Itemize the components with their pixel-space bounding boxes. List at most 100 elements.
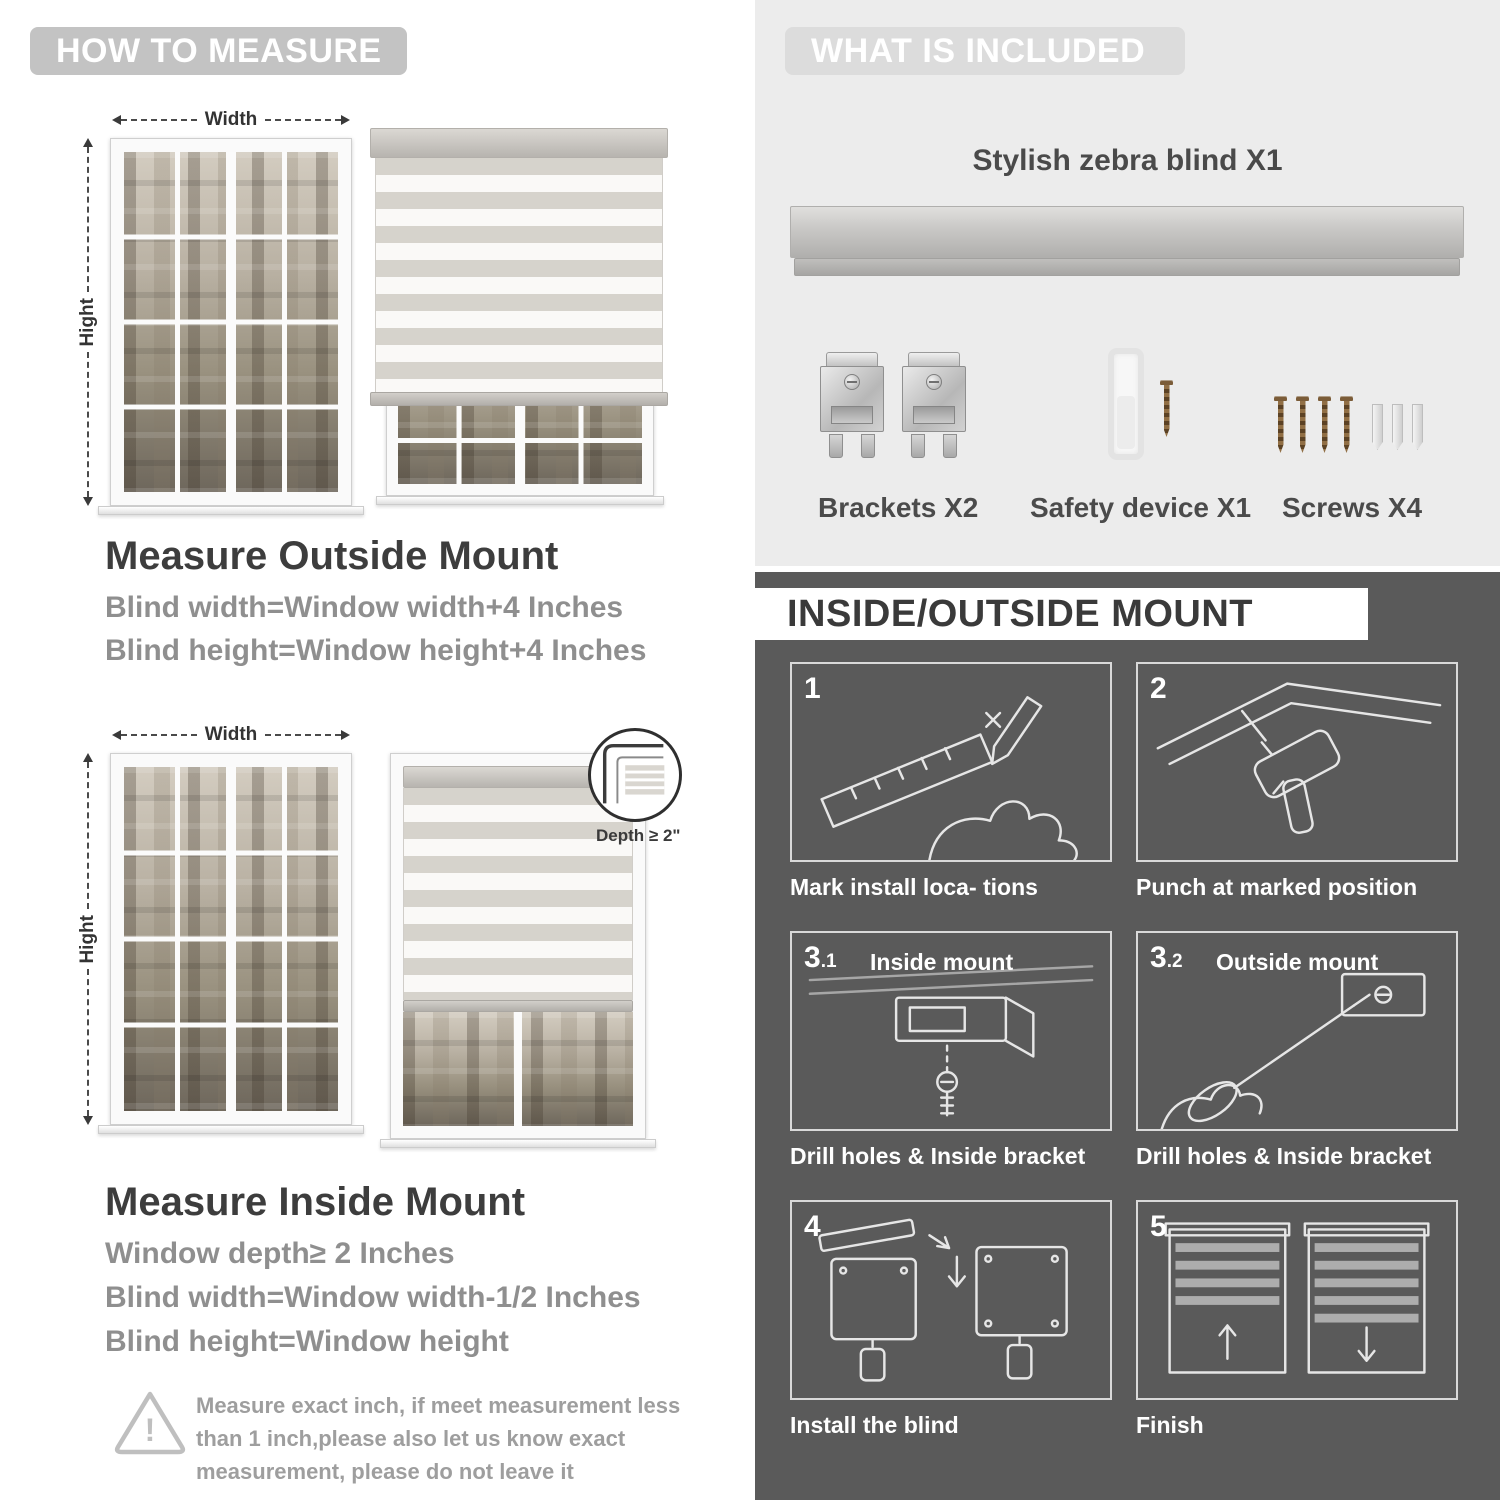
install-blind-art xyxy=(818,1218,1068,1382)
dashed-line xyxy=(265,734,341,736)
mount-header: INSIDE/OUTSIDE MOUNT xyxy=(755,588,1368,640)
height-arrow: Hight xyxy=(77,138,98,507)
screw-shaft xyxy=(1277,401,1284,453)
step-number: 4 xyxy=(804,1210,821,1244)
height-label: Hight xyxy=(77,914,98,964)
what-is-included-header: WHAT IS INCLUDED xyxy=(785,27,1185,75)
step-3-2: 3.2 Outside mount Drill holes & Inside b… xyxy=(1136,931,1458,1170)
mount-panel xyxy=(755,572,1500,1500)
dashed-line xyxy=(87,352,89,498)
step-number-main: 5 xyxy=(1150,1210,1167,1243)
screw-icon xyxy=(1296,396,1309,453)
inside-bracket-art xyxy=(808,965,1094,1117)
screw-head xyxy=(1296,396,1309,401)
step-number-main: 1 xyxy=(804,672,821,705)
dashed-line xyxy=(87,969,89,1117)
step-caption: Mark install loca- tions xyxy=(790,874,1038,900)
finish-art xyxy=(1164,1222,1430,1374)
step-number-sub: .2 xyxy=(1166,951,1183,972)
bracket-icon xyxy=(902,352,966,460)
step-number-main: 3 xyxy=(1150,941,1167,974)
bracket-foot xyxy=(911,434,925,458)
window-muntins xyxy=(124,767,338,1111)
arrow-right-icon xyxy=(341,730,350,740)
svg-text:!: ! xyxy=(145,1412,156,1448)
zebra-blind-label: Stylish zebra blind X1 xyxy=(972,144,1283,177)
zebra-blind-headrail xyxy=(790,206,1464,258)
bracket-slot xyxy=(913,406,955,424)
blind-cassette xyxy=(370,128,668,158)
outside-mount-title: Measure Outside Mount xyxy=(105,534,559,578)
window-illustration xyxy=(110,138,352,506)
window-muntins xyxy=(403,1012,633,1126)
wall-anchor-icon xyxy=(1392,404,1403,450)
inside-mount-line3: Blind height=Window height xyxy=(105,1325,509,1358)
step-sublabel: Inside mount xyxy=(870,949,1014,975)
safety-device-icon xyxy=(1108,348,1144,460)
screw-icon xyxy=(1340,396,1353,453)
dashed-line xyxy=(121,119,197,121)
dashed-line xyxy=(87,762,89,909)
window-sill xyxy=(98,1125,364,1134)
step-caption: Finish xyxy=(1136,1412,1204,1438)
bracket-foot xyxy=(943,434,957,458)
step-4: 4 Install the blind xyxy=(790,1200,1112,1439)
screw-head xyxy=(1160,380,1173,385)
mark-locations-art xyxy=(820,696,1078,860)
measure-warning-text: Measure exact inch, if meet measurement … xyxy=(196,1393,681,1484)
zebra-blind-headrail-lip xyxy=(794,258,1460,276)
dashed-line xyxy=(265,119,341,121)
step-3-1-panel: 3.1 Inside mount xyxy=(790,931,1112,1131)
bracket-top xyxy=(826,352,878,366)
step-caption: Install the blind xyxy=(790,1412,959,1438)
blind-bottom-rail xyxy=(403,1000,633,1012)
step-number-main: 4 xyxy=(804,1210,821,1243)
arrow-left-icon xyxy=(112,115,121,125)
arrow-down-icon xyxy=(83,497,93,507)
step-caption: Punch at marked position xyxy=(1136,874,1418,900)
bracket-top xyxy=(908,352,960,366)
screw-head xyxy=(1340,396,1353,401)
window-sill xyxy=(380,1139,656,1148)
screw-icon xyxy=(1274,396,1287,453)
bracket-foot xyxy=(829,434,843,458)
step-4-panel: 4 xyxy=(790,1200,1112,1400)
screw-shaft xyxy=(1299,401,1306,453)
bracket-feet xyxy=(820,434,884,458)
screw-icon xyxy=(926,374,942,390)
step-number: 5 xyxy=(1150,1210,1167,1244)
window-glass xyxy=(403,1012,633,1126)
brackets-label: Brackets X2 xyxy=(818,492,979,523)
mount-steps-grid: 1 Mark install loca- tions 2 xyxy=(790,662,1458,1469)
depth-callout-circle xyxy=(588,728,682,822)
bracket-slot xyxy=(831,406,873,424)
inside-mount-window xyxy=(390,753,646,1139)
wall-anchor-icon xyxy=(1412,404,1423,450)
wall-anchor-icon xyxy=(1372,404,1383,450)
width-label: Width xyxy=(204,724,258,745)
bracket-body xyxy=(902,366,966,432)
inside-mount-line2: Blind width=Window width-1/2 Inches xyxy=(105,1281,641,1314)
inside-mount-title: Measure Inside Mount xyxy=(105,1180,526,1224)
arrow-left-icon xyxy=(112,730,121,740)
dashed-line xyxy=(87,147,89,292)
arrow-right-icon xyxy=(341,115,350,125)
screw-icon xyxy=(844,374,860,390)
screws-label: Screws X4 xyxy=(1282,492,1423,523)
step-number-main: 2 xyxy=(1150,672,1167,705)
window-glass xyxy=(124,767,338,1111)
bracket-feet xyxy=(902,434,966,458)
window-glass xyxy=(124,152,338,492)
blind-body xyxy=(375,158,663,392)
safety-device-label: Safety device X1 xyxy=(1030,492,1252,523)
inside-mount-line1: Window depth≥ 2 Inches xyxy=(105,1237,455,1270)
screw-head xyxy=(1318,396,1331,401)
step-2: 2 Punch at marked position xyxy=(1136,662,1458,901)
depth-detail-art xyxy=(602,743,665,804)
bracket-body xyxy=(820,366,884,432)
height-arrow: Hight xyxy=(77,753,98,1126)
bracket-foot xyxy=(861,434,875,458)
warning-triangle-icon: ! xyxy=(114,1391,186,1455)
step-3-1: 3.1 Inside mount Drill holes & Inside br… xyxy=(790,931,1112,1170)
width-arrow: Width xyxy=(112,724,350,745)
